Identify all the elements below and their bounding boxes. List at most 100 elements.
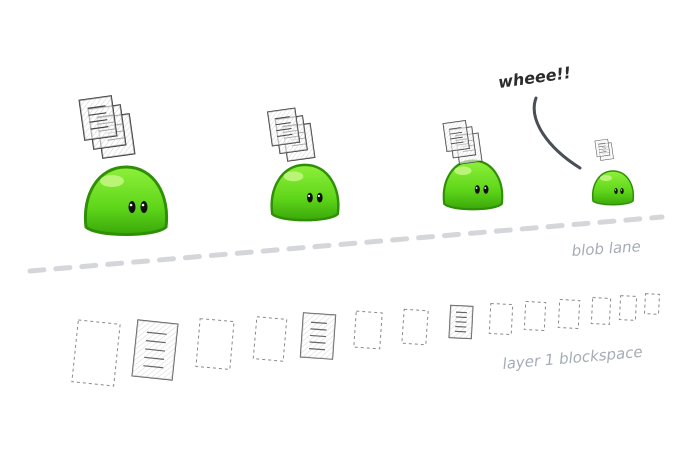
blob-eye-left bbox=[307, 192, 313, 203]
document-line bbox=[275, 122, 291, 126]
document-line bbox=[599, 151, 607, 153]
eye-glint bbox=[141, 203, 145, 207]
document-line bbox=[449, 131, 463, 135]
slot-line bbox=[455, 316, 467, 319]
document-line bbox=[598, 142, 606, 145]
document-page-fill bbox=[594, 139, 610, 157]
blob-lane-line bbox=[27, 214, 665, 274]
empty-slot-outline bbox=[523, 300, 547, 332]
eye-glint bbox=[620, 189, 623, 191]
document-line bbox=[450, 136, 463, 140]
blockspace-slots bbox=[71, 293, 661, 387]
document-line bbox=[450, 141, 464, 145]
blob-highlight bbox=[283, 171, 304, 182]
blob-eye-right bbox=[316, 192, 323, 203]
blob-highlight bbox=[454, 166, 472, 176]
empty-slot-outline bbox=[590, 297, 612, 325]
blockspace-slot-empty bbox=[353, 310, 383, 350]
blob-eye-right bbox=[620, 188, 624, 194]
document-page-fill bbox=[79, 95, 117, 141]
slot-line bbox=[455, 321, 467, 323]
blockspace-slot-empty bbox=[643, 293, 661, 315]
document-line bbox=[277, 133, 293, 137]
blockspace-slot-filled bbox=[299, 312, 337, 360]
document-line bbox=[90, 126, 109, 130]
slot-line bbox=[146, 331, 167, 335]
slot-line bbox=[145, 340, 166, 344]
slot-line bbox=[309, 348, 326, 351]
empty-slot-outline bbox=[353, 310, 383, 350]
blockspace-slot-empty bbox=[618, 295, 638, 321]
blob-body bbox=[442, 159, 504, 211]
slot-line bbox=[309, 341, 326, 344]
blockspace-label: layer 1 blockspace bbox=[502, 343, 644, 373]
blob-body bbox=[83, 165, 169, 236]
blockspace-slot-empty bbox=[590, 297, 612, 325]
empty-slot-outline bbox=[488, 302, 514, 336]
empty-slot-outline bbox=[71, 319, 121, 387]
document-page-fill bbox=[443, 120, 470, 152]
speech-line bbox=[532, 96, 582, 170]
blob-highlight bbox=[100, 175, 124, 187]
eye-glint bbox=[129, 203, 133, 207]
blob-3 bbox=[442, 159, 504, 211]
document-stack-icon bbox=[266, 107, 316, 162]
blob-1 bbox=[83, 165, 169, 236]
blobs-group bbox=[78, 95, 635, 236]
blockspace-slot-filled bbox=[448, 304, 474, 340]
blob-4 bbox=[591, 170, 635, 206]
empty-slot-outline bbox=[557, 298, 581, 330]
blob-eye-left bbox=[614, 188, 618, 194]
blob-eye-right bbox=[140, 201, 148, 213]
eye-glint bbox=[614, 189, 617, 191]
document-line bbox=[89, 119, 108, 123]
blockspace-slot-empty bbox=[252, 316, 288, 362]
blockspace-slot-empty bbox=[195, 318, 235, 370]
document-page-fill bbox=[267, 108, 300, 146]
blob-lane-label: blob lane bbox=[571, 237, 641, 260]
slot-line bbox=[455, 311, 468, 314]
document-line bbox=[598, 145, 606, 148]
blob-eye-right bbox=[483, 185, 489, 194]
document-line bbox=[276, 127, 292, 132]
blob-body bbox=[591, 170, 635, 206]
blob-body bbox=[270, 163, 340, 222]
document-stack-icon bbox=[78, 95, 136, 159]
eye-glint bbox=[308, 194, 311, 198]
blockspace-slot-empty bbox=[523, 300, 547, 332]
empty-slot-outline bbox=[195, 318, 235, 370]
blockspace-slot-empty bbox=[488, 302, 514, 336]
blockspace-slot-empty bbox=[557, 298, 581, 330]
blob-highlight bbox=[600, 175, 612, 181]
blob-eye-left bbox=[474, 185, 480, 194]
empty-slot-outline bbox=[643, 293, 661, 315]
document-line bbox=[448, 127, 462, 130]
slot-line bbox=[454, 330, 467, 333]
document-line bbox=[88, 112, 107, 116]
slot-line bbox=[309, 334, 327, 338]
document-stack-icon bbox=[442, 119, 483, 165]
empty-slot-outline bbox=[401, 308, 429, 346]
blockspace-slot-filled bbox=[131, 319, 179, 381]
slot-line bbox=[310, 328, 327, 331]
document-line bbox=[87, 105, 106, 109]
eye-glint bbox=[475, 187, 478, 189]
document-line bbox=[598, 148, 607, 150]
slot-line bbox=[310, 321, 327, 324]
document-line bbox=[274, 116, 290, 120]
blockspace-slot-empty bbox=[71, 319, 121, 387]
speech-text: wheee!! bbox=[497, 63, 572, 92]
blockspace-slot-empty bbox=[401, 308, 429, 346]
blob-2 bbox=[270, 163, 340, 222]
empty-slot-outline bbox=[252, 316, 288, 362]
slot-line bbox=[143, 365, 164, 369]
slot-line bbox=[455, 325, 467, 328]
document-stack-icon bbox=[594, 138, 614, 161]
blob-eye-left bbox=[128, 201, 136, 213]
empty-slot-outline bbox=[618, 295, 638, 321]
slot-line bbox=[144, 348, 166, 352]
slot-line bbox=[144, 356, 165, 360]
eye-glint bbox=[317, 194, 321, 198]
eye-glint bbox=[484, 187, 487, 189]
